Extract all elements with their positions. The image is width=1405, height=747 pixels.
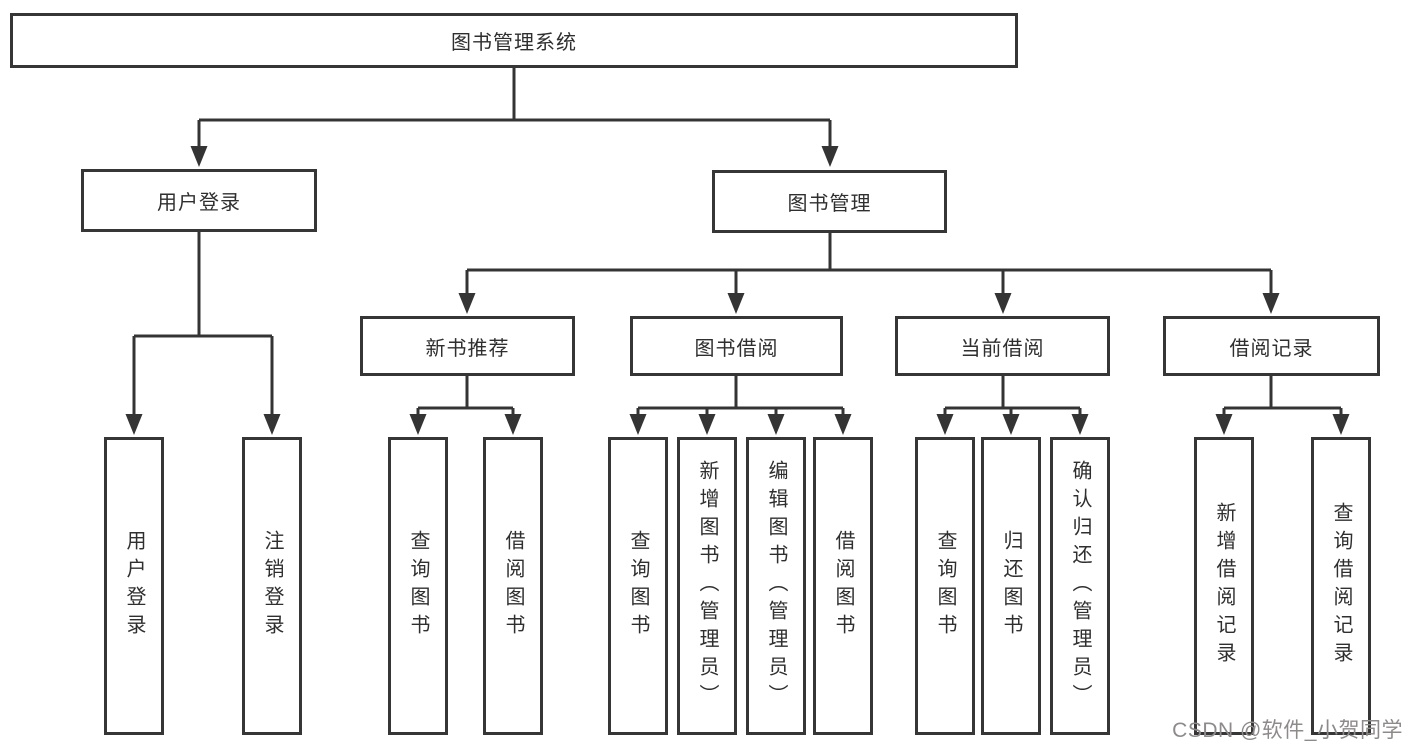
leaf-label: 查询图书 (934, 530, 956, 642)
leaf-borrow-books-recommend: 借阅图书 (483, 437, 543, 735)
leaf-label: 查询图书 (627, 530, 649, 642)
leaf-label: 编辑图书（管理员） (765, 460, 787, 712)
node-new-book-recommend: 新书推荐 (360, 316, 575, 376)
leaf-label: 归还图书 (1000, 530, 1022, 642)
node-user-login: 用户登录 (81, 169, 317, 232)
leaf-label: 查询图书 (407, 530, 429, 642)
node-borrow-records: 借阅记录 (1163, 316, 1380, 376)
leaf-query-borrow-record: 查询借阅记录 (1311, 437, 1371, 735)
node-book-management: 图书管理 (712, 170, 947, 233)
leaf-label: 查询借阅记录 (1330, 502, 1352, 670)
leaf-add-book-admin: 新增图书（管理员） (677, 437, 737, 735)
leaf-label: 新增图书（管理员） (696, 460, 718, 712)
leaf-label: 借阅图书 (832, 530, 854, 642)
leaf-label: 新增借阅记录 (1213, 502, 1235, 670)
node-library-management-system: 图书管理系统 (10, 13, 1018, 68)
leaf-confirm-return-admin: 确认归还（管理员） (1050, 437, 1110, 735)
leaf-borrow-books-borrow: 借阅图书 (813, 437, 873, 735)
node-current-borrow: 当前借阅 (895, 316, 1110, 376)
leaf-query-books-current: 查询图书 (915, 437, 975, 735)
leaf-label: 注销登录 (261, 530, 283, 642)
leaf-user-login: 用户登录 (104, 437, 164, 735)
leaf-edit-book-admin: 编辑图书（管理员） (746, 437, 806, 735)
leaf-label: 借阅图书 (502, 530, 524, 642)
leaf-return-books: 归还图书 (981, 437, 1041, 735)
leaf-query-books-recommend: 查询图书 (388, 437, 448, 735)
leaf-logout: 注销登录 (242, 437, 302, 735)
leaf-label: 确认归还（管理员） (1069, 460, 1091, 712)
csdn-watermark: CSDN @软件_小贺同学 (1172, 719, 1403, 742)
leaf-query-books-borrow: 查询图书 (608, 437, 668, 735)
node-book-borrow: 图书借阅 (630, 316, 843, 376)
leaf-label: 用户登录 (123, 530, 145, 642)
leaf-add-borrow-record: 新增借阅记录 (1194, 437, 1254, 735)
